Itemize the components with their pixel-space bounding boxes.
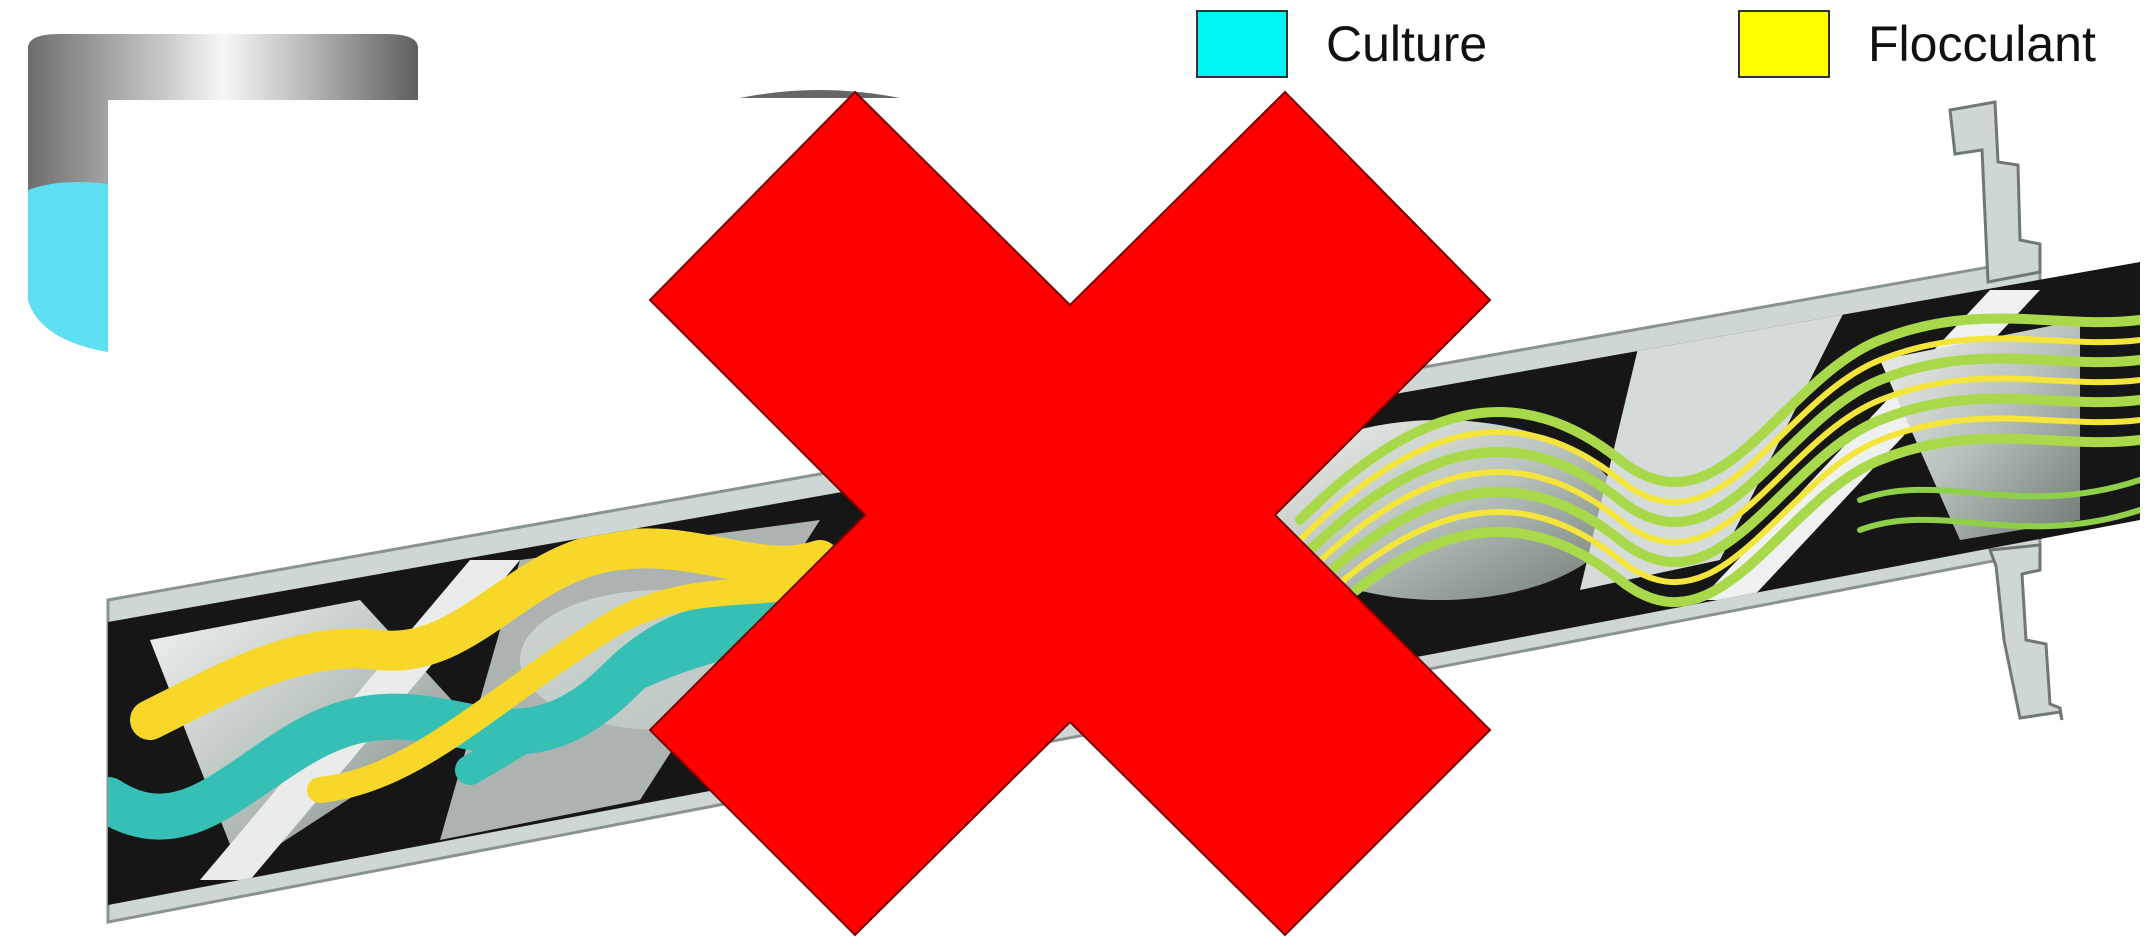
legend-swatch-flocculant	[1738, 10, 1830, 78]
tank-lid-fragment	[740, 90, 900, 98]
culture-tank	[28, 34, 428, 360]
outlet-flange	[1950, 102, 2040, 282]
tank-liquid	[28, 182, 108, 352]
legend-swatch-culture	[1196, 10, 1288, 78]
legend-label-flocculant: Flocculant	[1868, 15, 2096, 73]
outlet-flange	[1990, 545, 2062, 720]
legend-item-flocculant: Flocculant	[1738, 8, 2096, 80]
legend-label-culture: Culture	[1326, 15, 1487, 73]
legend-item-culture: Culture	[1196, 8, 1487, 80]
